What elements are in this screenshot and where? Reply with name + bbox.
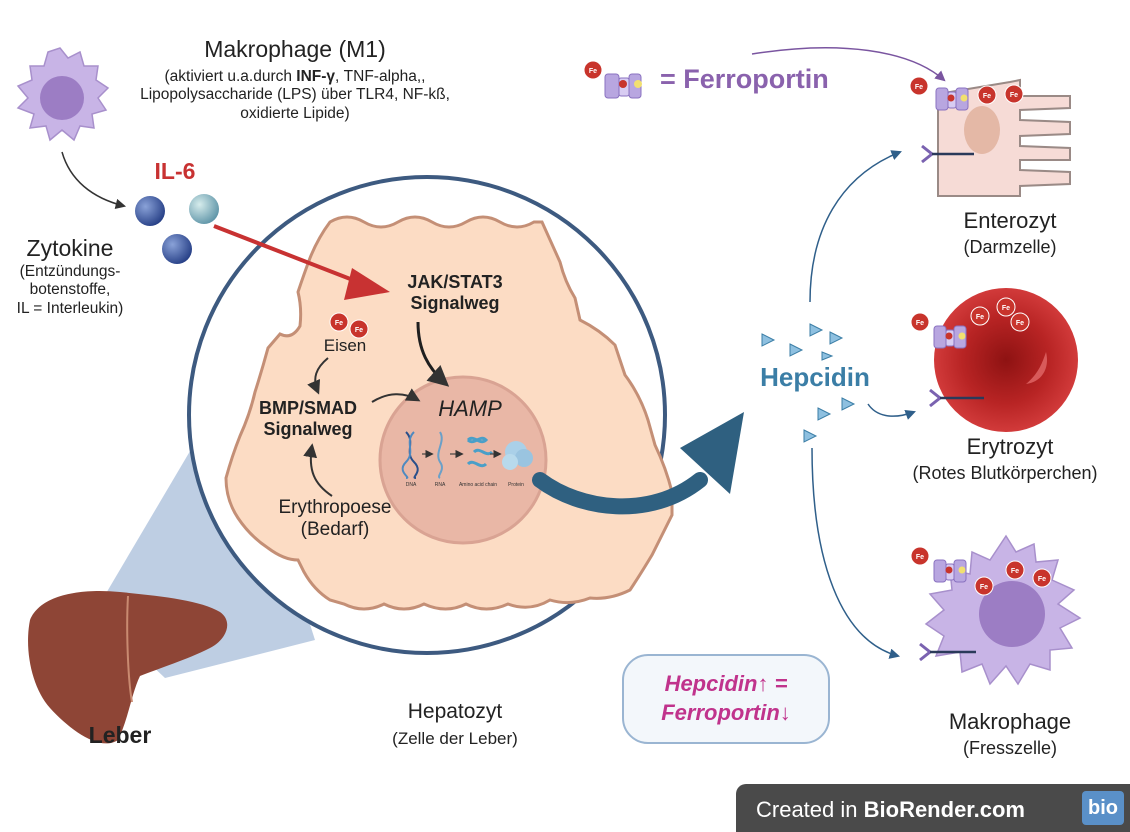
svg-text:Fe: Fe bbox=[976, 314, 984, 321]
macrophage-m1-subtitle-line2: Lipopolysaccharide (LPS) über TLR4, NF-k… bbox=[140, 86, 450, 104]
macrophage-m1-subtitle-line3: oxidierte Lipide) bbox=[240, 104, 350, 122]
gene-label-protein: Protein bbox=[508, 482, 524, 488]
zytokine-line1: (Entzündungs- bbox=[19, 263, 121, 280]
biorender-credit-bar bbox=[736, 784, 1130, 832]
liver-label: Leber bbox=[88, 722, 152, 748]
svg-text:Fe: Fe bbox=[1002, 305, 1010, 312]
jak-line1: JAK/STAT3 bbox=[407, 272, 503, 292]
svg-text:Fe: Fe bbox=[589, 68, 597, 75]
cytokine-molecules bbox=[135, 194, 219, 264]
svg-text:Fe: Fe bbox=[983, 93, 991, 100]
ferroportin-legend-label: = Ferroportin bbox=[660, 64, 829, 94]
erythropoese-line2: (Bedarf) bbox=[300, 519, 370, 541]
macrophage-m1-subtitle: (aktiviert u.a.durch INF-γ, TNF-alpha,, … bbox=[95, 68, 495, 123]
arrow-to-erythrocyte bbox=[867, 403, 916, 420]
hepcidin-molecules bbox=[761, 323, 856, 443]
hepatocyte-label: Hepatozyt bbox=[407, 700, 503, 723]
svg-text:Fe: Fe bbox=[1016, 320, 1024, 327]
gene-label-dna: DNA bbox=[406, 482, 417, 488]
biorender-logo-icon[interactable]: bio bbox=[1082, 791, 1124, 825]
equation-line2: Ferroportin↓ bbox=[661, 699, 791, 725]
equation-box bbox=[622, 654, 830, 744]
arrow-jak-to-hamp bbox=[416, 321, 450, 387]
svg-text:Fe: Fe bbox=[1010, 92, 1018, 99]
macrophage-target-cell bbox=[924, 534, 1082, 686]
erythropoese-line1: Erythropoese bbox=[278, 497, 392, 518]
bmp-line2: Signalweg bbox=[263, 419, 353, 440]
gene-label-amino: Amino acid chain bbox=[459, 482, 497, 488]
macrophage-ferroportin: Fe Fe Fe Fe bbox=[910, 546, 1052, 662]
hamp-gene-label: HAMP bbox=[438, 396, 502, 421]
credit-prefix: Created in bbox=[756, 797, 864, 822]
gene-label-rna: RNA bbox=[435, 482, 446, 488]
svg-text:Fe: Fe bbox=[1038, 576, 1046, 583]
il6-label: IL-6 bbox=[154, 158, 196, 184]
macrophage-m1-subtitle-bold: INF-γ bbox=[296, 68, 336, 85]
svg-text:Fe: Fe bbox=[980, 584, 988, 591]
enterocyte-ferroportin: Fe Fe Fe bbox=[909, 76, 1024, 164]
erythrocyte-sublabel: (Rotes Blutkörperchen) bbox=[912, 463, 1098, 483]
erythropoese-label: Erythropoese (Bedarf) bbox=[255, 497, 415, 542]
biorender-credit-text[interactable]: Created in BioRender.com bbox=[756, 797, 1025, 823]
jak-stat3-pathway-label: JAK/STAT3 Signalweg bbox=[380, 272, 530, 314]
fe-iron-hepatocyte: Fe Fe bbox=[329, 312, 369, 339]
il6-signal-arrow bbox=[213, 224, 390, 300]
bmp-smad-pathway-label: BMP/SMAD Signalweg bbox=[236, 398, 380, 440]
macrophage-sublabel: (Fresszelle) bbox=[962, 738, 1057, 758]
ferroportin-icon: Fe bbox=[583, 60, 642, 99]
svg-text:Fe: Fe bbox=[335, 320, 343, 327]
hepatocyte-sublabel: (Zelle der Leber) bbox=[392, 729, 518, 748]
zytokine-description: (Entzündungs- botenstoffe, IL = Interleu… bbox=[0, 263, 140, 318]
arrow-to-enterocyte bbox=[809, 150, 902, 303]
enterocyte-cell bbox=[937, 78, 1071, 197]
equation-text: Hepcidin↑ = Ferroportin↓ bbox=[622, 670, 830, 727]
enterocyte-label: Enterozyt bbox=[963, 208, 1057, 233]
zytokine-line3: IL = Interleukin) bbox=[16, 299, 124, 317]
zytokine-line2: botenstoffe, bbox=[29, 281, 111, 299]
macrophage-m1-subtitle-pre: (aktiviert u.a.durch bbox=[164, 68, 297, 85]
svg-text:Fe: Fe bbox=[916, 554, 924, 561]
erythrocyte-label: Erytrozyt bbox=[966, 434, 1054, 459]
macrophage-m1-subtitle-post: , TNF-alpha,, bbox=[335, 68, 426, 85]
macrophage-m1-cell bbox=[16, 47, 110, 142]
bmp-line1: BMP/SMAD bbox=[259, 398, 357, 418]
arrow-eisen-to-bmp bbox=[307, 357, 329, 395]
arrow-to-macrophage bbox=[811, 447, 901, 659]
svg-text:Fe: Fe bbox=[355, 327, 363, 334]
arrow-macrophage-to-cytokines bbox=[61, 151, 127, 210]
zytokine-title: Zytokine bbox=[26, 235, 114, 261]
hepcidin-label: Hepcidin bbox=[760, 362, 870, 392]
enterocyte-sublabel: (Darmzelle) bbox=[963, 237, 1057, 257]
arrow-erythropoese-to-bmp bbox=[303, 443, 333, 497]
liver-organ bbox=[28, 590, 228, 744]
erythrocyte-cell bbox=[934, 288, 1078, 432]
svg-text:Fe: Fe bbox=[915, 84, 923, 91]
eisen-label: Eisen bbox=[323, 336, 367, 355]
erythrocyte-ferroportin: Fe Fe Fe Fe bbox=[910, 297, 1030, 408]
nucleus bbox=[378, 375, 548, 545]
svg-text:Fe: Fe bbox=[916, 320, 924, 327]
arrow-ferroportin-to-enterocyte bbox=[751, 47, 946, 82]
jak-line2: Signalweg bbox=[410, 293, 500, 314]
gene-expression-icons: DNA RNA Amino acid chain Protein bbox=[401, 431, 533, 488]
svg-text:Fe: Fe bbox=[1011, 568, 1019, 575]
macrophage-label: Makrophage bbox=[948, 709, 1072, 734]
macrophage-m1-title: Makrophage (M1) bbox=[204, 36, 386, 62]
credit-brand: BioRender.com bbox=[863, 797, 1025, 822]
arrow-bmp-to-hamp bbox=[371, 388, 421, 403]
equation-line1: Hepcidin↑ = bbox=[664, 671, 788, 696]
hepcidin-secretion-arrow bbox=[532, 412, 744, 515]
